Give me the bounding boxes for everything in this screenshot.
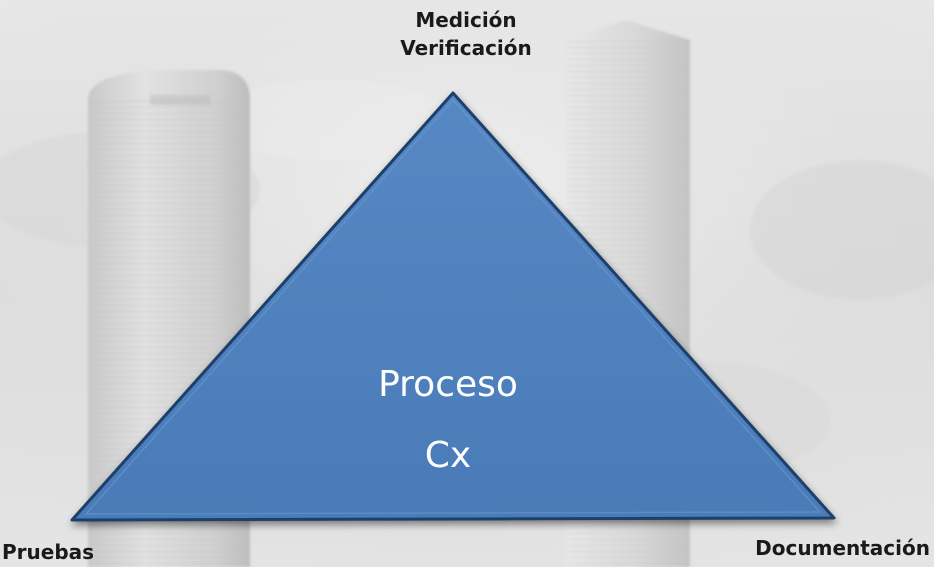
top-label-line-2: Verificación bbox=[400, 36, 532, 60]
top-label-line-1: Medición bbox=[415, 8, 517, 32]
triangle-shape bbox=[70, 91, 836, 522]
center-label-line-2: Cx bbox=[424, 435, 472, 476]
triangle-highlight bbox=[84, 98, 822, 515]
top-vertex-label: Medición Verificación bbox=[0, 6, 933, 62]
center-label-line-1: Proceso bbox=[378, 364, 518, 405]
bottom-right-vertex-label: Documentación bbox=[755, 536, 930, 560]
triangle bbox=[70, 91, 836, 522]
bottom-left-vertex-label: Pruebas bbox=[2, 540, 95, 564]
